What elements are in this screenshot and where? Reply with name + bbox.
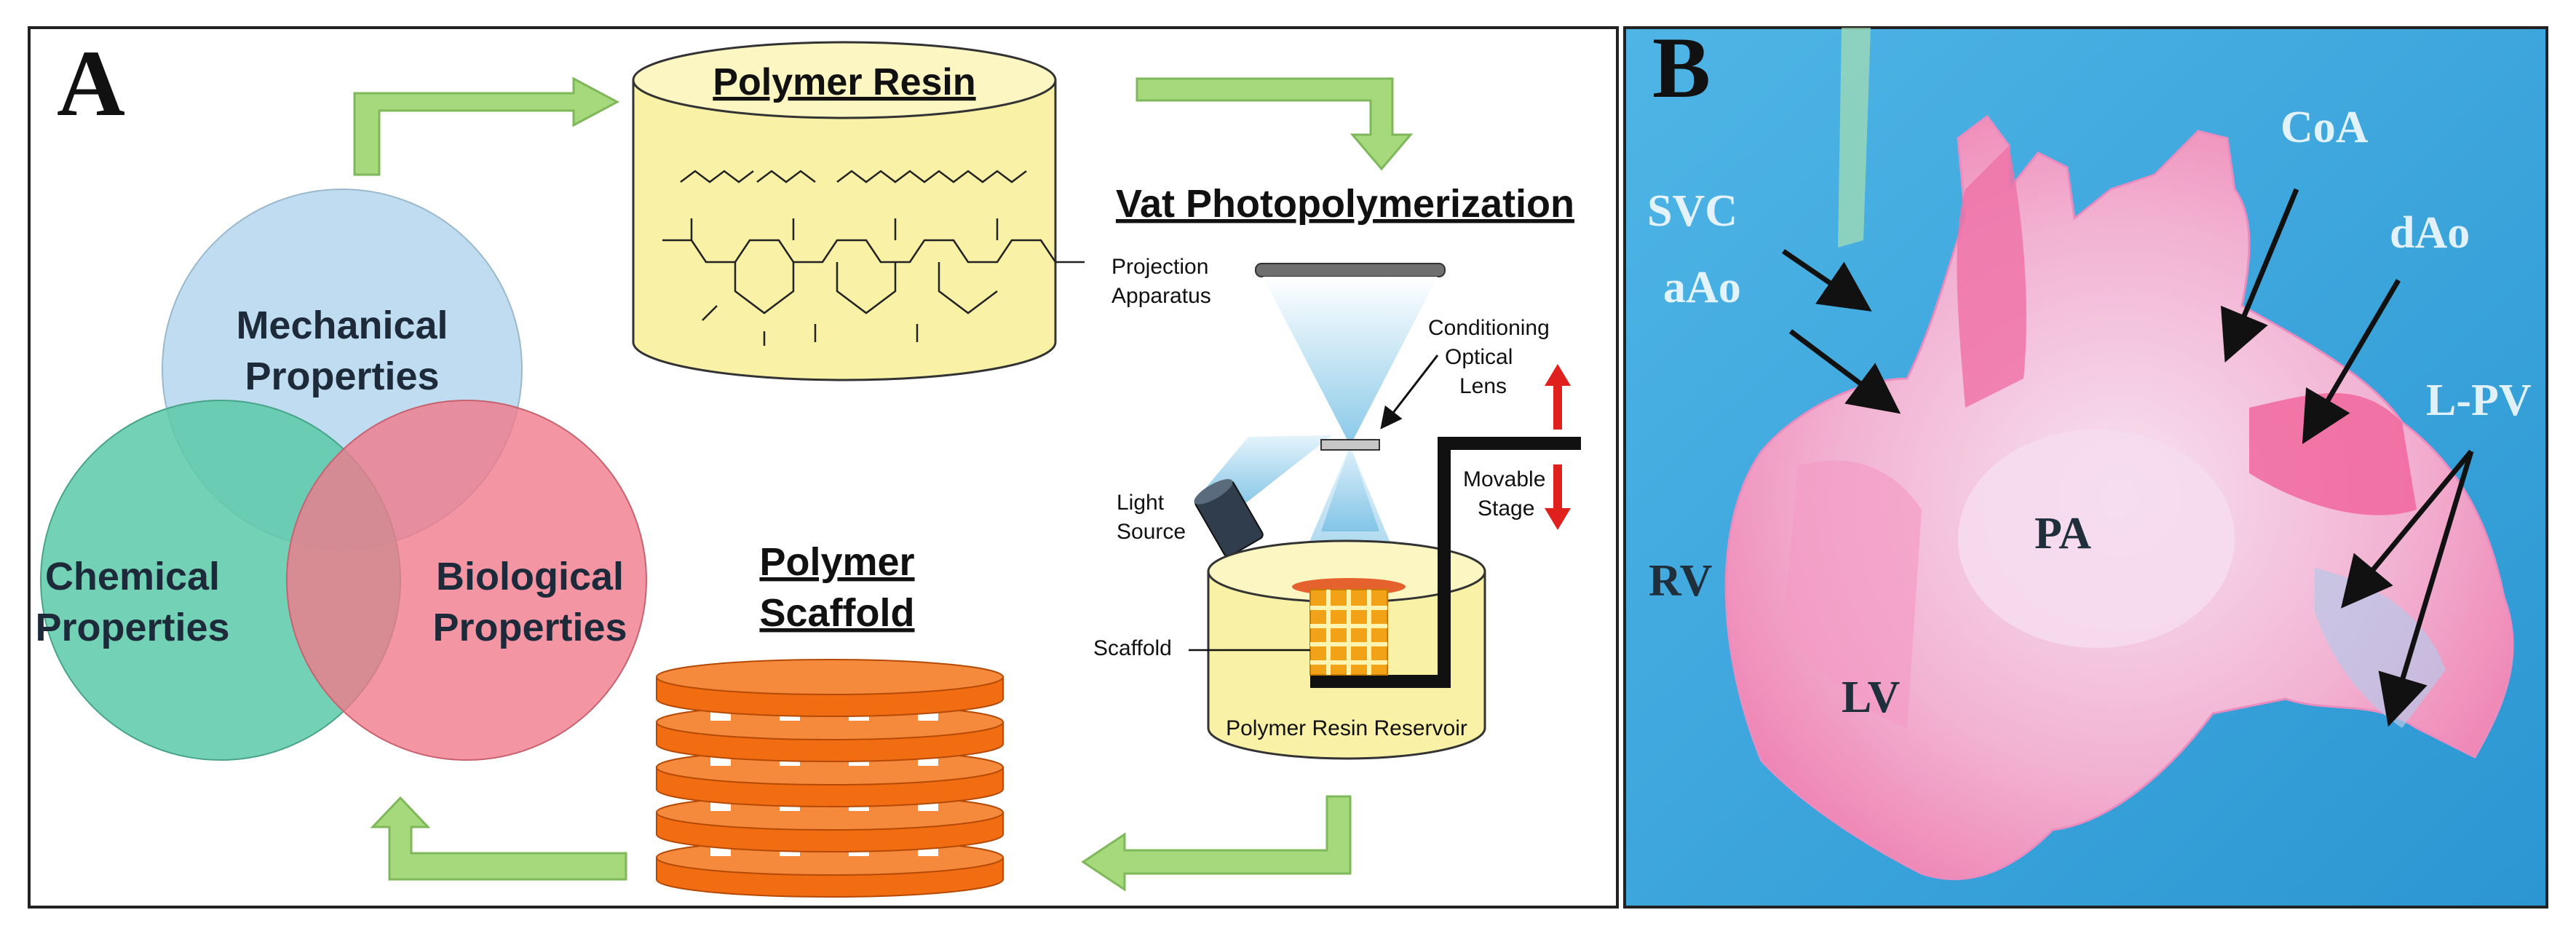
arrow-resin-to-vat bbox=[1136, 77, 1414, 171]
flow-arrows bbox=[353, 76, 1414, 892]
descending-aorta-vessel bbox=[2249, 393, 2417, 515]
scaffold-label: Scaffold bbox=[1093, 636, 1172, 660]
heart-model-photo: B SVC aAo CoA dAo L-PV RV PA LV bbox=[1647, 19, 2532, 880]
pulmonary-artery-region bbox=[1958, 430, 2235, 648]
arrow-venn-to-resin bbox=[353, 76, 620, 176]
arrow-aao bbox=[1788, 329, 1901, 414]
arrow-scaffold-to-venn bbox=[370, 796, 627, 881]
stage-label-line1: Movable bbox=[1463, 467, 1545, 491]
reservoir-label: Polymer Resin Reservoir bbox=[1226, 716, 1467, 740]
venn-diagram: Mechanical Properties Chemical Propertie… bbox=[35, 189, 647, 761]
conditioning-label-line2: Optical bbox=[1445, 345, 1513, 369]
conditioning-pointer bbox=[1380, 355, 1439, 430]
projection-apparatus-plate bbox=[1255, 263, 1446, 277]
annotation-arrows bbox=[1782, 188, 2474, 727]
panel-b-letter: B bbox=[1652, 19, 1711, 116]
scaffold-in-vat bbox=[1292, 578, 1406, 676]
venn-biological-circle bbox=[286, 400, 647, 761]
polymer-scaffold: Polymer Scaffold bbox=[656, 540, 1004, 898]
venn-biological-line1: Biological bbox=[436, 555, 624, 598]
label-rv: RV bbox=[1649, 556, 1713, 606]
venn-mechanical-line2: Properties bbox=[245, 355, 439, 398]
scaffold-title-line2: Scaffold bbox=[759, 591, 914, 635]
label-coa: CoA bbox=[2280, 103, 2369, 152]
vat-photopolymerization-apparatus: Vat Photopolymerization Projection Appar… bbox=[1093, 182, 1581, 760]
tube-illustration bbox=[1838, 28, 1871, 248]
anatomy-labels-dark: RV PA LV bbox=[1649, 509, 2091, 722]
arrow-svc bbox=[1782, 249, 1872, 312]
anatomy-labels: SVC aAo CoA dAo L-PV bbox=[1647, 103, 2532, 425]
projection-label-line1: Projection bbox=[1111, 255, 1208, 279]
lower-beam bbox=[1301, 446, 1398, 561]
label-lpv: L-PV bbox=[2426, 376, 2532, 425]
chemical-structures-illustration bbox=[662, 170, 1085, 346]
right-ventricle-region bbox=[1783, 460, 1922, 728]
stage-label-line2: Stage bbox=[1478, 496, 1534, 521]
conditioning-lens bbox=[1320, 439, 1380, 451]
light-label-line1: Light bbox=[1117, 491, 1165, 515]
venn-biological-line2: Properties bbox=[432, 606, 627, 649]
venn-mechanical-line1: Mechanical bbox=[236, 304, 448, 347]
label-svc: SVC bbox=[1647, 186, 1737, 236]
conditioning-label-line3: Lens bbox=[1459, 374, 1507, 398]
arrow-lpv-1 bbox=[2341, 449, 2473, 609]
vat-title: Vat Photopolymerization bbox=[1116, 182, 1574, 226]
venn-chemical-line1: Chemical bbox=[45, 555, 220, 598]
arrow-dao bbox=[2302, 279, 2401, 445]
label-pa: PA bbox=[2034, 509, 2091, 558]
resin-title: Polymer Resin bbox=[713, 61, 975, 103]
scaffold-disc-top bbox=[656, 659, 1004, 695]
arrow-lpv-2 bbox=[2378, 450, 2474, 727]
panel-a-letter: A bbox=[57, 31, 125, 136]
stage-motion-arrows bbox=[1545, 364, 1571, 530]
label-dao: dAo bbox=[2390, 208, 2470, 258]
scaffold-stack bbox=[656, 659, 1004, 898]
light-source bbox=[1194, 479, 1264, 558]
conditioning-label-line1: Conditioning bbox=[1428, 316, 1550, 340]
scaffold-title-line1: Polymer bbox=[759, 540, 914, 584]
label-lv: LV bbox=[1842, 673, 1901, 722]
arrow-vat-to-scaffold bbox=[1081, 795, 1352, 892]
label-aao: aAo bbox=[1663, 263, 1741, 312]
projection-label-line2: Apparatus bbox=[1111, 284, 1211, 308]
venn-chemical-line2: Properties bbox=[35, 606, 229, 649]
polymer-resin-container: Polymer Resin bbox=[632, 41, 1085, 381]
projection-beam bbox=[1263, 277, 1438, 446]
light-label-line2: Source bbox=[1117, 520, 1186, 544]
aorta-vessel bbox=[1957, 146, 2026, 408]
movable-stage bbox=[1310, 437, 1581, 688]
arrow-coa bbox=[2221, 188, 2299, 363]
